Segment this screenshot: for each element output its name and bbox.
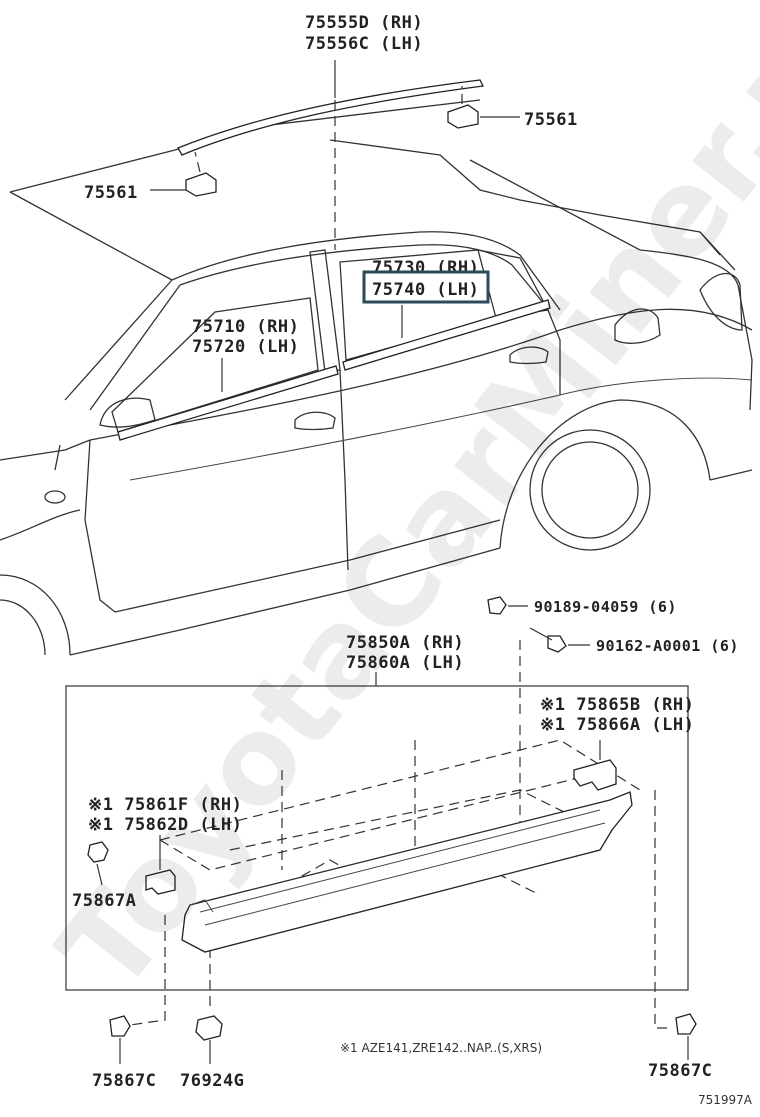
label-screw-1: 90189-04059 (6) [534, 598, 677, 616]
label-clip-right: 75561 [524, 110, 578, 130]
bracket-b-part [573, 740, 617, 791]
roof-molding-part [177, 60, 484, 250]
label-roof-molding-lh: 75556C (LH) [305, 34, 423, 54]
screw-90189-part [487, 596, 528, 615]
label-screw-2: 90162-A0001 (6) [596, 637, 739, 655]
highlight-box [362, 270, 490, 304]
label-clip-75867c-left: 75867C [92, 1071, 156, 1091]
clip-75867c-right-part [675, 1013, 697, 1060]
label-bracket-f-rh: ※1 75861F (RH) [88, 795, 242, 815]
label-rear-door-lh: 75740 (LH) [372, 280, 479, 300]
label-clip-75867c-right: 75867C [648, 1061, 712, 1081]
footnote: ※1 AZE141,ZRE142..NAP..(S,XRS) [340, 1041, 542, 1055]
label-bracket-b-rh: ※1 75865B (RH) [540, 695, 694, 715]
label-clip-75867a: 75867A [72, 891, 136, 911]
label-bracket-f-lh: ※1 75862D (LH) [88, 815, 242, 835]
label-clip-left: 75561 [84, 183, 138, 203]
label-nut-76924g: 76924G [180, 1071, 244, 1091]
label-bracket-b-lh: ※1 75866A (LH) [540, 715, 694, 735]
screw-90162-part [529, 627, 590, 653]
bracket-f-part [145, 835, 176, 895]
label-roof-molding-rh: 75555D (RH) [305, 13, 423, 33]
rocker-panel-part [181, 791, 633, 953]
rocker-panel-box [65, 672, 689, 991]
clip-75867c-left-part [109, 1015, 131, 1064]
label-rocker-lh: 75860A (LH) [346, 653, 464, 673]
nut-76924g-part [195, 1015, 223, 1064]
front-belt-molding [117, 358, 339, 441]
clip-75867a-part [87, 841, 109, 886]
label-front-door-lh: 75720 (LH) [192, 337, 299, 357]
label-rocker-rh: 75850A (RH) [346, 633, 464, 653]
diagram-code: 751997A [698, 1093, 753, 1107]
rear-belt-molding [342, 299, 551, 371]
label-front-door-rh: 75710 (RH) [192, 317, 299, 337]
clip-left-part [150, 151, 217, 197]
clip-right-part [447, 86, 520, 129]
